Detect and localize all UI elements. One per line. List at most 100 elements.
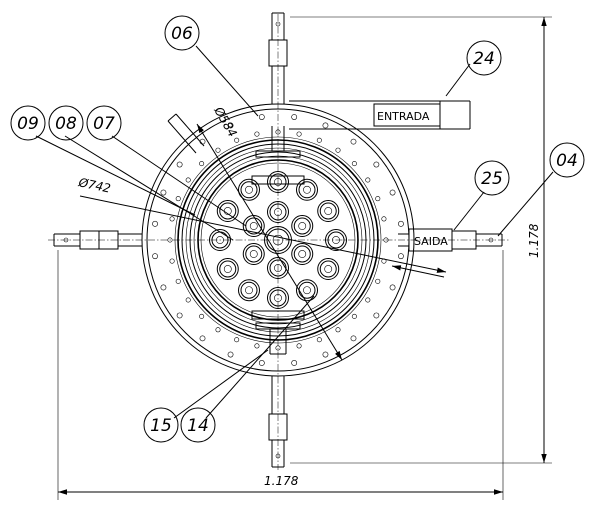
outer-bolt-hole — [398, 220, 404, 227]
outer-bolt-hole — [291, 114, 298, 120]
outer-bolt-hole — [199, 335, 206, 342]
tube-bore — [324, 207, 333, 215]
nozzle-bottom — [268, 376, 288, 468]
dim-742: Ø742 — [76, 175, 447, 278]
balloon-14: 14 — [180, 407, 216, 443]
svg-text:08: 08 — [55, 114, 77, 134]
outer-bolt-hole — [322, 351, 329, 358]
tube — [296, 178, 318, 201]
svg-text:09: 09 — [17, 114, 39, 134]
tube-inner — [319, 260, 337, 278]
outer-bolt-hole — [291, 360, 298, 366]
dim-742-label: Ø742 — [76, 175, 112, 196]
tube-bore — [298, 222, 307, 230]
tube-inner — [319, 202, 337, 220]
inner-bolt-hole — [365, 297, 371, 303]
svg-text:14: 14 — [187, 416, 209, 436]
inner-bolt-hole — [351, 161, 357, 167]
inner-bolt-hole — [254, 343, 260, 349]
tube — [238, 279, 260, 302]
dim-width-label: 1.178 — [264, 474, 299, 488]
tube — [242, 243, 265, 265]
nozzle-top — [268, 12, 288, 104]
inner-bolt-hole — [169, 258, 175, 264]
tube-bore — [249, 222, 258, 230]
dim-height-label: 1.178 — [527, 223, 541, 258]
balloon-25: 25 — [474, 160, 510, 196]
outer-bolt-hole — [227, 351, 234, 358]
inner-bolt-hole — [175, 196, 181, 202]
inner-bolt-hole — [185, 177, 191, 183]
balloon-08: 08 — [48, 105, 84, 141]
entrada-pipe — [289, 100, 471, 130]
outer-bolt-hole — [258, 114, 265, 120]
tube-inner — [298, 281, 316, 299]
outer-bolt-hole — [152, 220, 158, 227]
inner-bolt-hole — [351, 313, 357, 319]
dim-height: 1.178 — [290, 16, 552, 464]
leader-lines — [35, 45, 554, 419]
saida-label: SAIDA — [414, 235, 448, 248]
inner-bolt-hole — [296, 131, 302, 137]
inner-bolt-hole — [316, 137, 322, 143]
balloon-24: 24 — [466, 40, 502, 76]
svg-text:25: 25 — [481, 169, 503, 189]
balloon-04: 04 — [549, 142, 585, 178]
tube-inner — [245, 245, 263, 263]
inner-bolt-hole — [316, 337, 322, 343]
inner-bolt-hole — [335, 147, 341, 153]
tube-bore — [303, 185, 311, 194]
tube-bore — [249, 250, 258, 258]
outer-bolt-hole — [176, 161, 183, 168]
svg-text:07: 07 — [93, 114, 115, 134]
inner-bolt-hole — [199, 313, 205, 319]
outer-bolt-hole — [350, 335, 357, 342]
inner-bolt-hole — [175, 278, 181, 284]
outer-bolt-hole — [258, 360, 265, 366]
tube-bore — [324, 265, 333, 273]
nozzle-left — [53, 230, 142, 250]
tube — [216, 258, 239, 280]
outer-bolt-hole — [373, 312, 380, 319]
dim-width: 1.178 — [57, 250, 504, 500]
tube — [317, 200, 340, 222]
tube — [317, 258, 340, 280]
inner-bolt-hole — [215, 327, 221, 333]
tube-bore — [298, 250, 307, 258]
balloon-07: 07 — [86, 105, 122, 141]
outer-bolt-hole — [398, 253, 404, 260]
dim-584-label: Ø584 — [211, 104, 240, 140]
outer-bolt-hole — [350, 138, 357, 145]
inner-bolt-hole — [381, 216, 387, 222]
tube-inner — [293, 245, 311, 263]
inner-bolt-hole — [215, 147, 221, 153]
inner-bolt-hole — [296, 343, 302, 349]
svg-text:24: 24 — [473, 49, 495, 69]
outer-bolt-hole — [373, 161, 380, 168]
inner-bolt-hole — [199, 161, 205, 167]
inner-bolt-hole — [234, 137, 240, 143]
svg-text:06: 06 — [171, 24, 193, 44]
svg-text:15: 15 — [150, 416, 172, 436]
svg-text:04: 04 — [556, 151, 578, 171]
inner-bolt-hole — [383, 237, 389, 243]
tube-bore — [303, 286, 311, 295]
outer-bolt-hole — [160, 284, 167, 291]
nozzle-right — [398, 228, 503, 252]
tube — [291, 215, 314, 237]
tube-bore — [245, 286, 253, 295]
outer-bolt-hole — [389, 284, 396, 291]
tube-inner — [293, 217, 311, 235]
outer-bolt-hole — [176, 312, 183, 319]
inner-bolt-hole — [234, 337, 240, 343]
outer-bolt-hole — [322, 122, 329, 129]
inner-bolt-hole — [254, 131, 260, 137]
tube-inner — [219, 202, 237, 220]
outer-bolt-hole — [389, 189, 396, 196]
tube-bore — [245, 185, 253, 194]
inner-bolt-hole — [335, 327, 341, 333]
entrada-label: ENTRADA — [377, 110, 430, 123]
tube — [291, 243, 314, 265]
outer-bolt-hole — [160, 189, 167, 196]
